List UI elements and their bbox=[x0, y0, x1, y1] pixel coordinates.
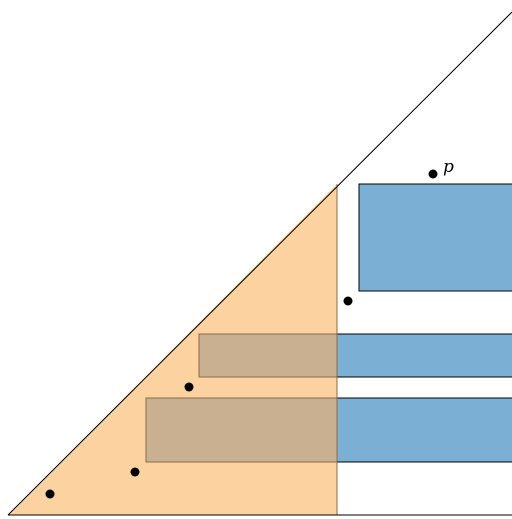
point-bottom-left bbox=[45, 489, 55, 499]
overlap-region-bottom bbox=[145, 397, 338, 463]
blue-rectangle-top bbox=[358, 183, 512, 292]
point-p bbox=[428, 169, 438, 179]
point-near-top-rectangle bbox=[343, 296, 353, 306]
overlap-region-middle bbox=[198, 333, 338, 378]
blue-rectangle-bottom bbox=[336, 397, 512, 463]
blue-rectangle-middle bbox=[336, 333, 512, 378]
point-p-label: p bbox=[443, 157, 454, 177]
point-middle bbox=[184, 382, 194, 392]
diagonal-line bbox=[7, 11, 512, 516]
point-lower bbox=[130, 467, 140, 477]
